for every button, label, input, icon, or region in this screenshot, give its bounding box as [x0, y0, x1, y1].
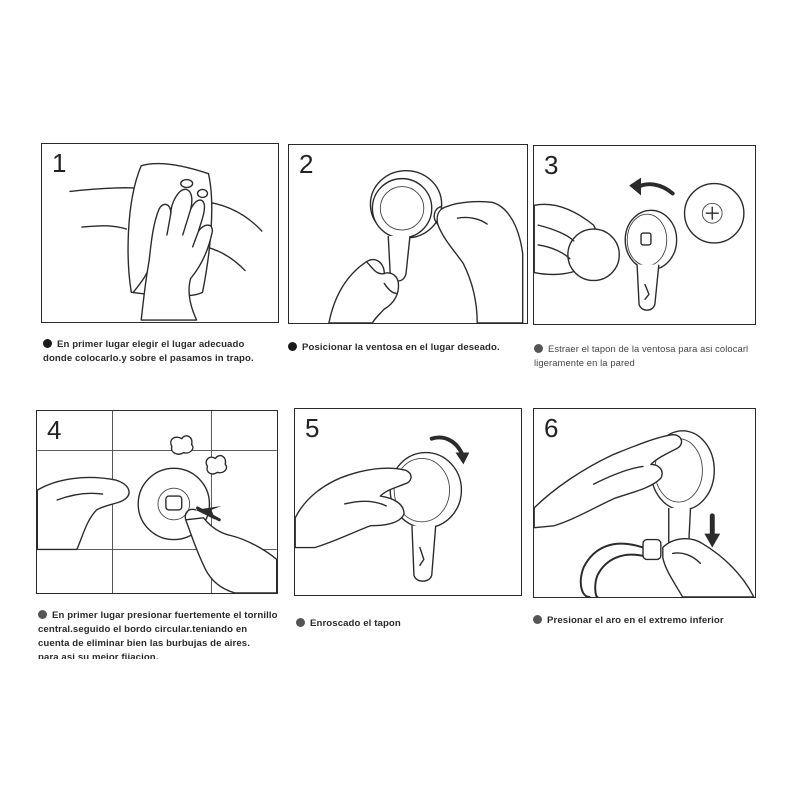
step-number: 6 — [544, 413, 559, 443]
suction-cup-icon — [328, 170, 524, 323]
step-number: 3 — [544, 150, 559, 180]
caption-line: para asi su mejor fijacion. — [38, 652, 159, 659]
caption-line: central.seguido el bordo circular.tenian… — [38, 624, 248, 635]
step-1-panel: 1 — [41, 143, 279, 323]
bullet-icon — [288, 342, 297, 351]
step-3-caption: Estraer el tapon de la ventosa para asi … — [534, 342, 766, 370]
bullet-icon — [43, 339, 52, 348]
step-number: 5 — [305, 413, 320, 443]
caption-line: Posicionar la ventosa en el lugar desead… — [302, 342, 500, 353]
step-4-caption: En primer lugar presionar fuertemente el… — [38, 609, 288, 659]
caption-line: cuenta de eliminar bien las burbujas de … — [38, 638, 251, 649]
step-5-panel: 5 — [294, 408, 522, 596]
step-number: 4 — [47, 415, 62, 445]
caption-line: Estraer el tapon de la ventosa para asi … — [548, 343, 749, 354]
curved-arrow-icon — [429, 435, 470, 465]
caption-line: donde colocarlo.y sobre el pasamos in tr… — [43, 353, 254, 364]
caption-line: Enroscado el tapon — [310, 618, 401, 629]
curved-arrow-icon — [629, 177, 675, 196]
caption-line: Presionar el aro en el extremo inferior — [547, 615, 724, 626]
step-6-panel: 6 — [533, 408, 756, 598]
caption-line: En primer lugar presionar fuertemente el… — [52, 610, 278, 621]
bullet-icon — [296, 618, 305, 627]
step-5-caption: Enroscado el tapon — [296, 617, 516, 631]
step-2-caption: Posicionar la ventosa en el lugar desead… — [288, 341, 528, 355]
step-number: 2 — [299, 149, 314, 179]
step-1-caption: En primer lugar elegir el lugar adecuado… — [43, 338, 288, 366]
down-arrow-icon — [704, 513, 721, 548]
step-6-caption: Presionar el aro en el extremo inferior — [533, 614, 763, 628]
bullet-icon — [38, 610, 47, 619]
bullet-icon — [533, 615, 542, 624]
step-number: 1 — [52, 148, 67, 178]
caption-line: ligeramente en la pared — [534, 357, 635, 368]
step-4-panel: 4 — [36, 410, 278, 594]
step-3-panel: 3 — [533, 145, 756, 325]
bullet-icon — [534, 344, 543, 353]
caption-line: En primer lugar elegir el lugar adecuado — [57, 339, 245, 350]
step-2-panel: 2 — [288, 144, 528, 324]
towel-ring-icon — [579, 538, 662, 597]
hand-wiping-icon — [69, 162, 263, 321]
